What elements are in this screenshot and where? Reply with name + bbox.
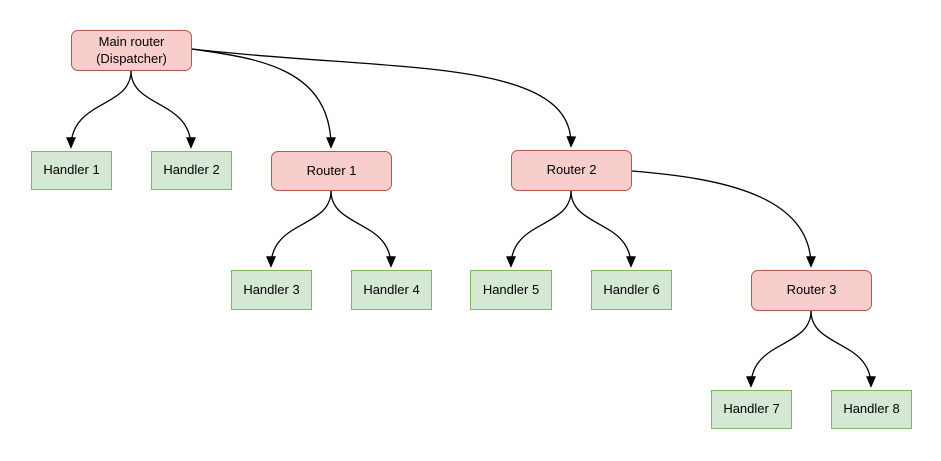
node-router-2: Router 2	[511, 150, 632, 191]
edge-router-2-to-handler-5	[506, 190, 572, 268]
node-handler-5: Handler 5	[470, 270, 552, 310]
edge-router-2-to-handler-6	[570, 190, 636, 268]
node-handler-1: Handler 1	[31, 151, 112, 190]
edge-router-3-to-handler-8	[810, 310, 876, 388]
node-handler-7: Handler 7	[711, 390, 792, 429]
node-handler-4: Handler 4	[351, 270, 432, 310]
edge-router-1-to-handler-4	[330, 190, 396, 268]
node-handler-2: Handler 2	[151, 151, 232, 190]
node-main-router: Main router (Dispatcher)	[71, 30, 192, 71]
node-handler-8: Handler 8	[831, 390, 912, 429]
edge-router-1-to-handler-3	[266, 190, 332, 268]
edge-router-2-to-router-3	[631, 170, 816, 268]
edge-main-router-to-handler-1	[66, 70, 132, 149]
node-router-1: Router 1	[271, 151, 392, 191]
edge-main-router-to-router-2	[191, 48, 577, 148]
edge-router-3-to-handler-7	[746, 310, 812, 388]
node-handler-6: Handler 6	[591, 270, 672, 310]
node-handler-3: Handler 3	[231, 270, 312, 310]
edge-main-router-to-handler-2	[130, 70, 196, 149]
node-router-3: Router 3	[751, 270, 872, 311]
edge-main-router-to-router-1	[191, 48, 336, 149]
